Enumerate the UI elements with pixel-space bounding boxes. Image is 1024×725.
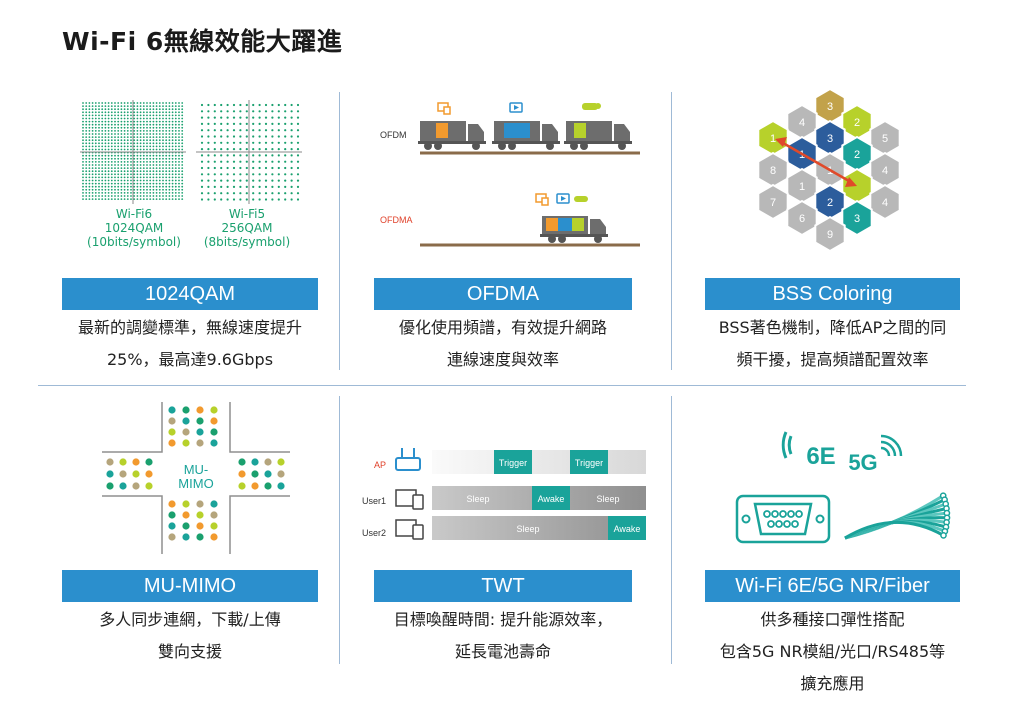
band-1024qam: 1024QAM [62, 278, 318, 310]
band-bss-coloring: BSS Coloring [705, 278, 960, 310]
divider-v3 [339, 396, 340, 664]
mu-mimo-crossroad: MU- MIMO [102, 402, 290, 554]
twt-sleep-2: Sleep [596, 494, 619, 504]
twt-trigger-1: Trigger [499, 458, 527, 468]
desc-twt: 目標喚醒時間: 提升能源效率， 延長電池壽命 [393, 610, 613, 661]
mimo-label-1: MU- [184, 462, 209, 477]
twt-sleep-3: Sleep [516, 524, 539, 534]
band-twt: TWT [374, 570, 632, 602]
serial-port-icon [735, 494, 831, 544]
twt-sleep-1: Sleep [466, 494, 489, 504]
fiber-optic-icon [844, 492, 951, 540]
svg-text:1: 1 [770, 133, 776, 145]
band-connectivity: Wi-Fi 6E/5G NR/Fiber [705, 570, 960, 602]
svg-text:8: 8 [770, 165, 776, 177]
desc-1024qam: 最新的調變標準，無線速度提升 25%，最高達9.6Gbps [77, 318, 302, 369]
band-ofdma: OFDMA [374, 278, 632, 310]
twt-awake-2: Awake [614, 524, 641, 534]
twt-ap-label: AP [374, 460, 386, 470]
svg-text:2: 2 [827, 197, 833, 209]
svg-text:7: 7 [770, 197, 776, 209]
twt-timeline: AP Trigger Trigger User1 Sleep Awake Sle… [362, 448, 646, 540]
divider-h [38, 385, 966, 386]
desc-mu-mimo: 多人同步連網，下載/上傳 雙向支援 [99, 610, 281, 661]
svg-text:6: 6 [799, 213, 805, 225]
ofdma-truck-diagram: OFDM OFDMA [380, 102, 640, 247]
svg-text:3: 3 [827, 133, 833, 145]
svg-text:9: 9 [827, 229, 833, 241]
qam-right-caption: Wi-Fi5 256QAM (8bits/symbol) [203, 207, 291, 249]
svg-text:1: 1 [799, 181, 805, 193]
divider-v1 [339, 92, 340, 370]
divider-v4 [671, 396, 672, 664]
wifi-6e-icon: 6E [781, 431, 836, 470]
qam-left-caption: Wi-Fi6 1024QAM (10bits/symbol) [87, 207, 181, 249]
band-mu-mimo: MU-MIMO [62, 570, 318, 602]
badge-6e-text: 6E [806, 443, 835, 470]
bss-hex-grid: 342135128114724639 [757, 87, 901, 253]
svg-text:4: 4 [882, 197, 888, 209]
desc-bss-coloring: BSS著色機制，降低AP之間的同 頻干擾，提高頻譜配置效率 [718, 318, 947, 369]
svg-text:4: 4 [799, 117, 805, 129]
twt-awake-1: Awake [538, 494, 565, 504]
twt-user1-label: User1 [362, 496, 386, 506]
svg-text:3: 3 [854, 213, 860, 225]
5g-icon: 5G [848, 434, 903, 475]
desc-connectivity: 供多種接口彈性搭配 包含5G NR模組/光口/RS485等 擴充應用 [719, 610, 946, 693]
twt-user2-label: User2 [362, 528, 386, 538]
svg-text:2: 2 [854, 117, 860, 129]
qam-constellation-diagram [80, 100, 302, 204]
svg-text:4: 4 [882, 165, 888, 177]
page-title: Wi-Fi 6無線效能大躍進 [62, 27, 343, 56]
badge-5g-text: 5G [848, 450, 877, 475]
svg-text:2: 2 [854, 149, 860, 161]
twt-trigger-2: Trigger [575, 458, 603, 468]
ofdm-label: OFDM [380, 130, 407, 140]
ofdma-label: OFDMA [380, 215, 413, 225]
mimo-label-2: MIMO [178, 476, 213, 491]
svg-text:3: 3 [827, 101, 833, 113]
connectivity-icons: 6E 5G [735, 431, 951, 544]
desc-ofdma: 優化使用頻譜，有效提升網路 連線速度與效率 [398, 318, 607, 369]
svg-text:5: 5 [882, 133, 888, 145]
divider-v2 [671, 92, 672, 370]
